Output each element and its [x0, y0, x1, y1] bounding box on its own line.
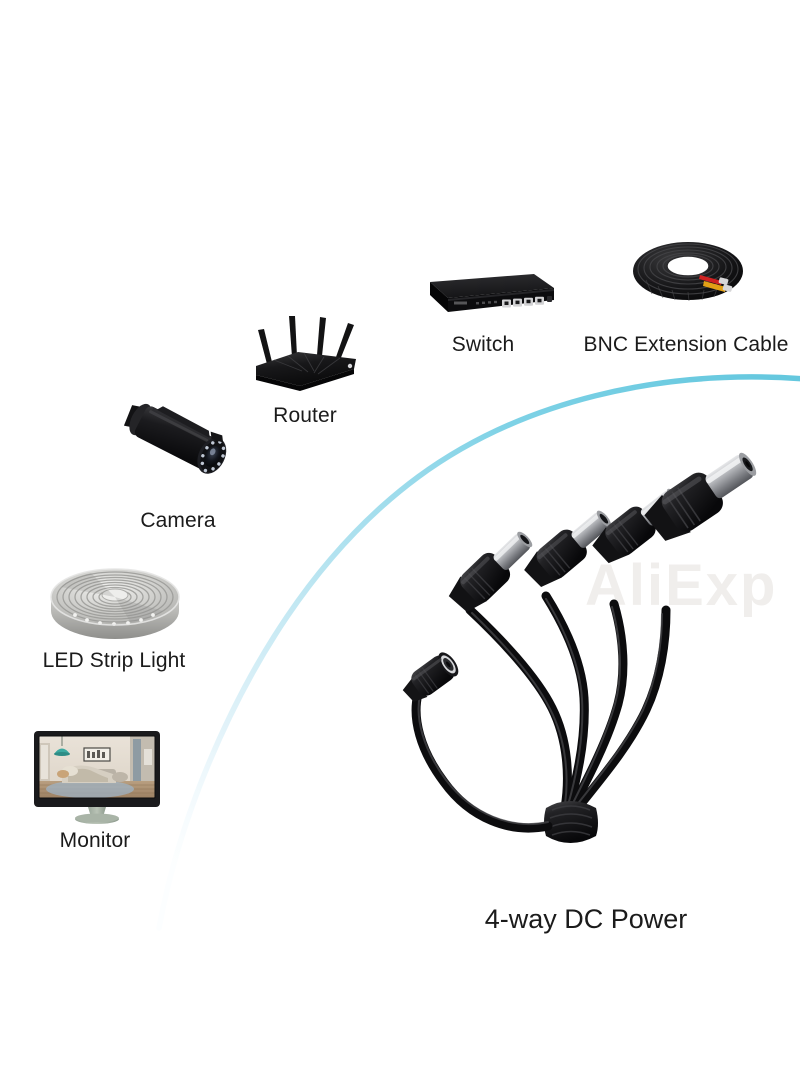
coiled-cable-icon [630, 232, 750, 308]
product-title: 4-way DC Power [484, 904, 688, 934]
monitor-icon [32, 729, 162, 825]
network-switch-icon [408, 268, 558, 322]
bullet-camera-icon [112, 398, 250, 498]
bnc-extension-cable-label: BNC Extension Cable [583, 333, 789, 356]
dc-power-splitter-icon [360, 452, 757, 843]
camera-label: Camera [140, 509, 216, 532]
router-label: Router [273, 404, 337, 427]
led-strip-reel-icon [45, 553, 185, 639]
router-icon [244, 296, 366, 392]
monitor-label: Monitor [59, 829, 131, 852]
led-strip-light-label: LED Strip Light [42, 649, 186, 672]
switch-label: Switch [451, 333, 515, 356]
